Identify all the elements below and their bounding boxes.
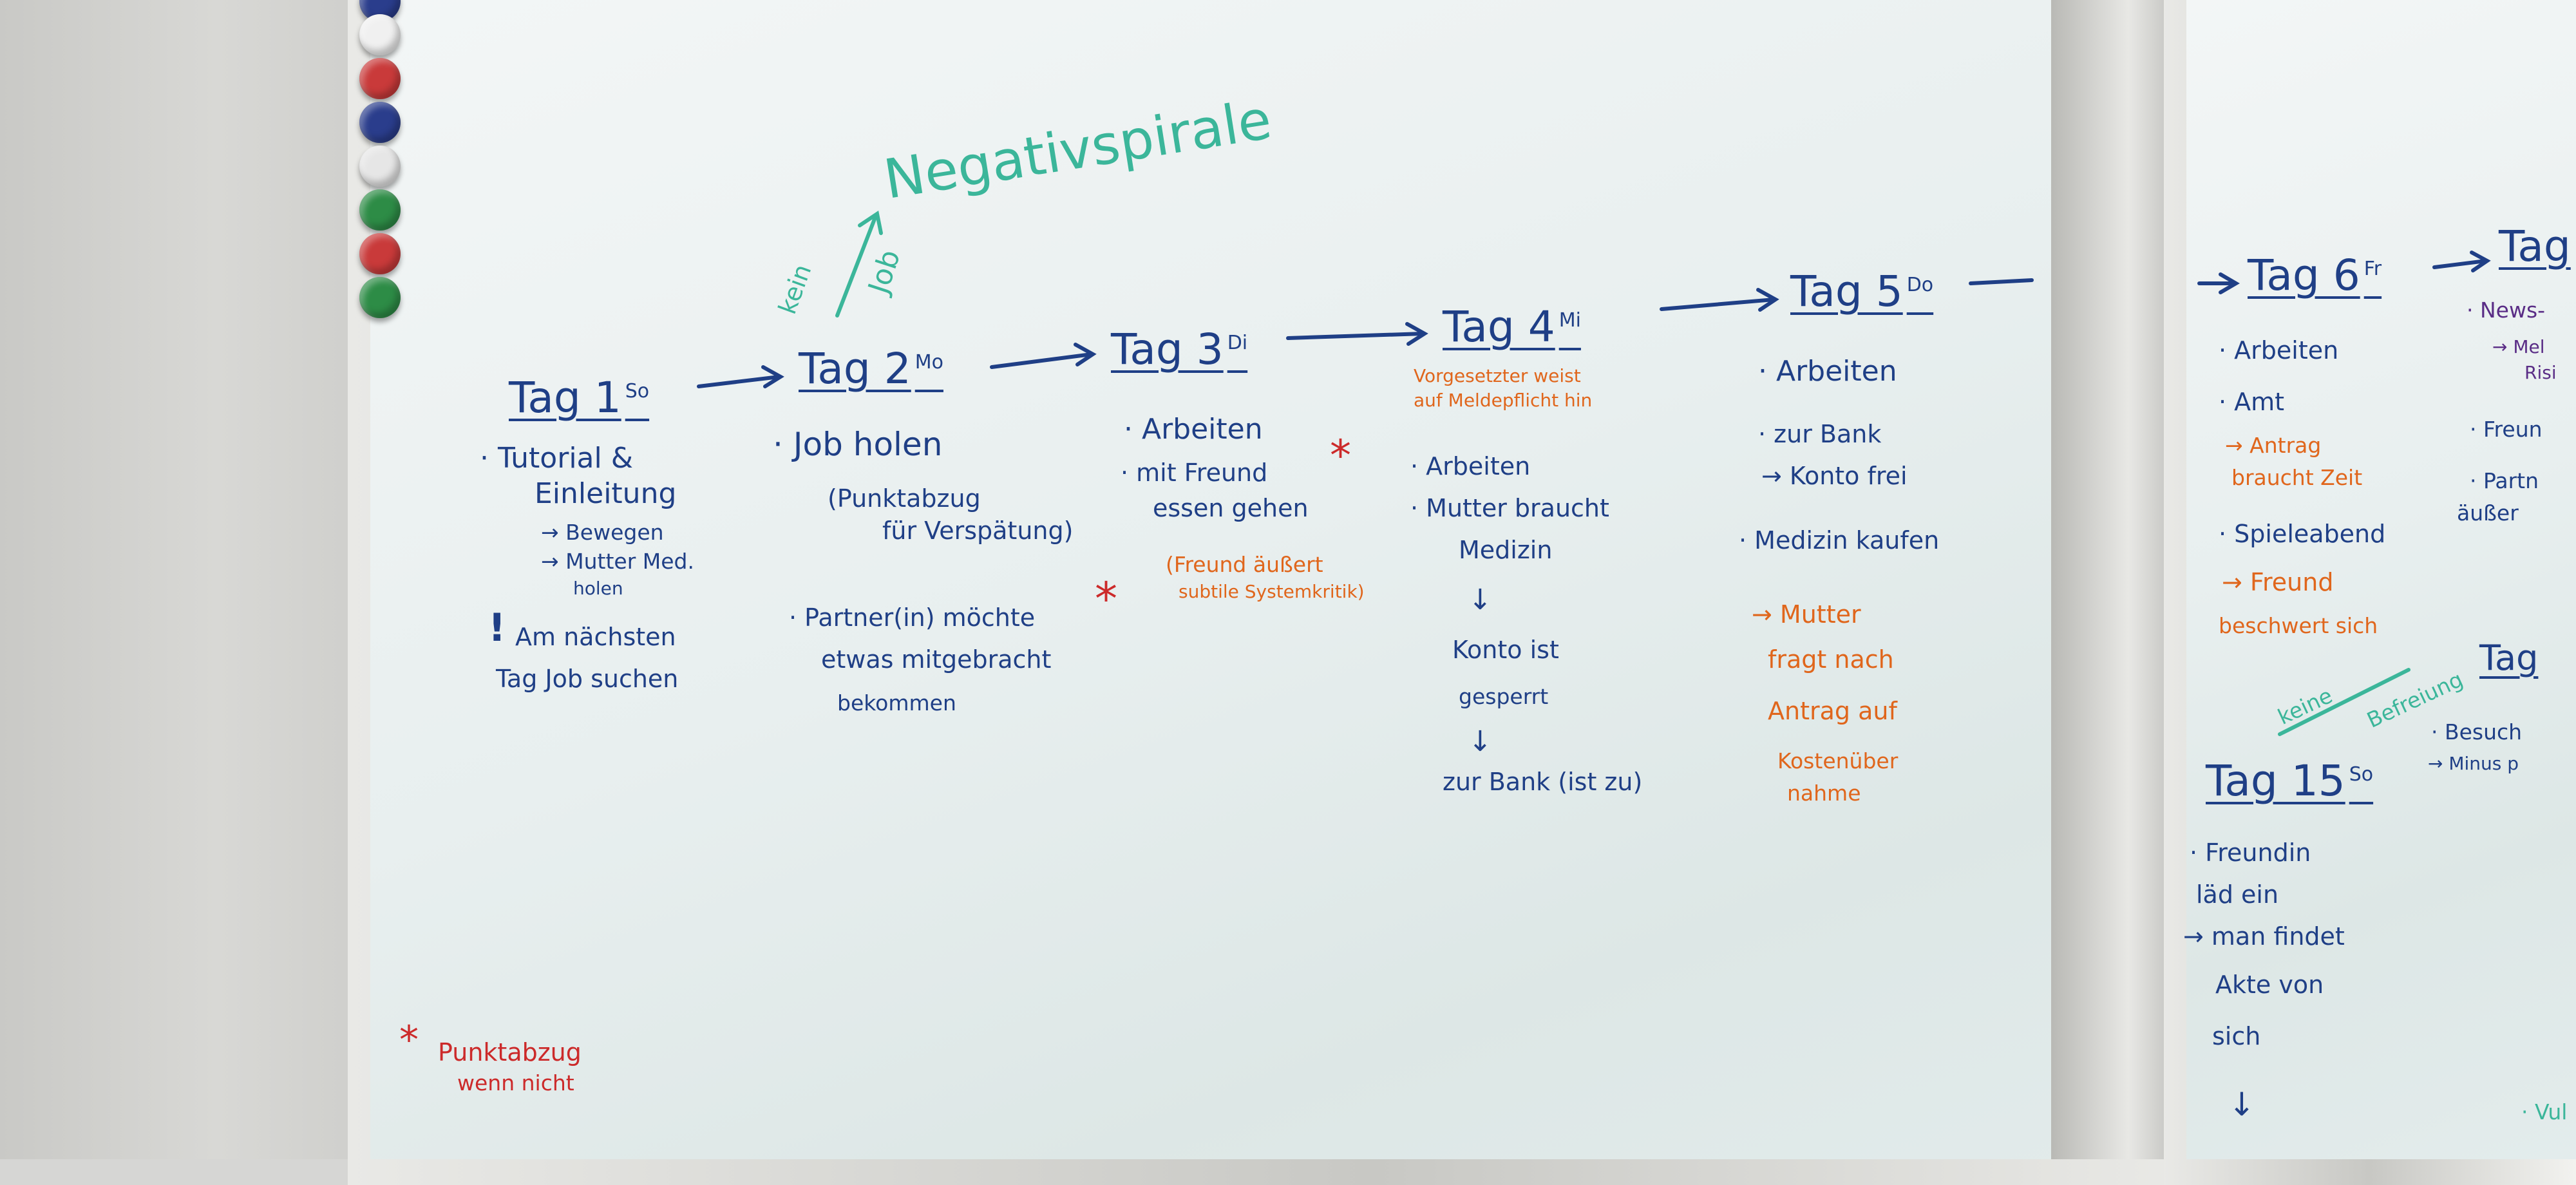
day-3-item: · mit Freund (1121, 459, 1268, 487)
day-6-note: braucht Zeit (2231, 465, 2363, 490)
day-2-weekday: Mo (914, 351, 943, 374)
day-5-mother-note: Antrag auf (1768, 697, 1897, 725)
penalty-star: * (1095, 573, 1117, 625)
day-7-item: · News- (2467, 298, 2546, 323)
legend-text: Punktabzug (438, 1038, 582, 1066)
day-7-item: → Mel (2492, 336, 2545, 357)
magnet[interactable] (359, 189, 401, 231)
day-1-note-mark: ! (488, 605, 506, 650)
day-1-title-text: Tag 1 (509, 373, 621, 422)
whiteboard-right (2186, 0, 2576, 1159)
day-1-item: Einleitung (535, 477, 677, 510)
day-5-item: · zur Bank (1758, 420, 1882, 448)
magnet[interactable] (359, 146, 401, 187)
day-15-item: Akte von (2215, 971, 2324, 999)
day-15-item: · Freundin (2190, 839, 2311, 867)
day-5-weekday: Do (1906, 274, 1934, 296)
day-1-item: holen (573, 578, 623, 599)
day-7-item: Risi (2524, 362, 2557, 383)
magnet[interactable] (359, 102, 401, 143)
day-15-weekday: So (2349, 763, 2374, 786)
day-3-title-text: Tag 3 (1111, 325, 1224, 374)
day-2-partner: · Partner(in) möchte (789, 603, 1036, 632)
day-4-boss-note: auf Meldepflicht hin (1414, 390, 1593, 411)
day-3-weekday: Di (1227, 332, 1248, 354)
day-4-weekday: Mi (1558, 309, 1581, 332)
day-2-item: (Punktabzug (828, 484, 981, 513)
day-5-mother-note: fragt nach (1768, 645, 1894, 674)
whiteboard-left (370, 0, 2383, 1159)
day-3-item: · Arbeiten (1124, 413, 1263, 446)
day-6-item: · Amt (2219, 388, 2285, 416)
day-6-note: beschwert sich (2219, 613, 2378, 638)
magnet[interactable] (359, 277, 401, 318)
day-6-weekday: Fr (2363, 258, 2382, 280)
day-7-item: · Freun (2470, 417, 2543, 442)
day-mid-item: · Besuch (2431, 719, 2523, 744)
day-2-item: für Verspätung) (882, 517, 1074, 545)
magnet[interactable] (359, 233, 401, 274)
day-7-item: äußer (2457, 500, 2519, 526)
day-3-item: essen gehen (1153, 494, 1309, 522)
day-4-title-text: Tag 4 (1443, 302, 1555, 352)
day-15-item: → man findet (2183, 922, 2345, 951)
day-15-item: ↓ (2228, 1086, 2255, 1123)
day-5-item: · Medizin kaufen (1739, 526, 1940, 555)
day-5-mother-note: → Mutter (1752, 600, 1861, 629)
day-15-item: sich (2212, 1022, 2261, 1050)
day-15-item: läd ein (2196, 880, 2279, 909)
day-5-item: · Arbeiten (1758, 355, 1897, 388)
magnet[interactable] (359, 58, 401, 99)
day-6-note: → Freund (2222, 568, 2334, 596)
day-mid-item: → Minus p (2428, 753, 2519, 774)
day-mid-title: Tag (2479, 638, 2539, 678)
day-5-mother-note: nahme (1787, 781, 1861, 806)
day-4-item: zur Bank (ist zu) (1443, 768, 1643, 796)
day-3-note: subtile Systemkritik) (1179, 581, 1365, 602)
day-15-title-text: Tag 15 (2206, 756, 2345, 806)
magnet[interactable] (359, 14, 401, 55)
day-7-item: · Partn (2470, 468, 2539, 493)
penalty-star: * (1330, 431, 1351, 480)
day-4-item: gesperrt (1459, 684, 1549, 709)
day-2-title-text: Tag 2 (799, 344, 911, 393)
day-1-item: → Bewegen (541, 520, 664, 545)
day-2-item: · Job holen (773, 426, 943, 463)
day-4-item: · Arbeiten (1410, 452, 1531, 480)
day-4-item: ↓ (1468, 725, 1492, 758)
day-1-note: Am nächsten (515, 623, 676, 651)
day-1-item: → Mutter Med. (541, 549, 694, 574)
day-6-item: · Arbeiten (2219, 336, 2339, 365)
day-4-item: Medizin (1459, 536, 1553, 564)
wall (0, 0, 361, 1159)
day-6-note: → Antrag (2225, 433, 2322, 458)
day-4-item: Konto ist (1452, 636, 1559, 664)
day-4-boss-note: Vorgesetzter weist (1414, 365, 1581, 386)
day-5-item: → Konto frei (1761, 462, 1908, 490)
day-6-title-text: Tag 6 (2248, 251, 2360, 300)
day-5-title-text: Tag 5 (1790, 267, 1903, 316)
legend-text: wenn nicht (457, 1070, 574, 1095)
day-4-item: · Mutter braucht (1410, 494, 1609, 522)
legend-star: * (399, 1018, 419, 1063)
day-1-note: Tag Job suchen (496, 665, 679, 693)
day-1-item: · Tutorial & (480, 442, 634, 475)
day-6-item: · Spieleabend (2219, 520, 2386, 548)
day-3-note: (Freund äußert (1166, 552, 1323, 577)
day-7-title: Tag (2499, 222, 2571, 271)
corner-note: · Vul (2521, 1099, 2568, 1124)
day-1-weekday: So (625, 380, 650, 403)
day-5-mother-note: Kostenüber (1777, 748, 1899, 773)
day-2-partner: bekommen (837, 690, 956, 716)
day-2-partner: etwas mitgebracht (821, 645, 1052, 674)
day-4-item: ↓ (1468, 583, 1492, 616)
